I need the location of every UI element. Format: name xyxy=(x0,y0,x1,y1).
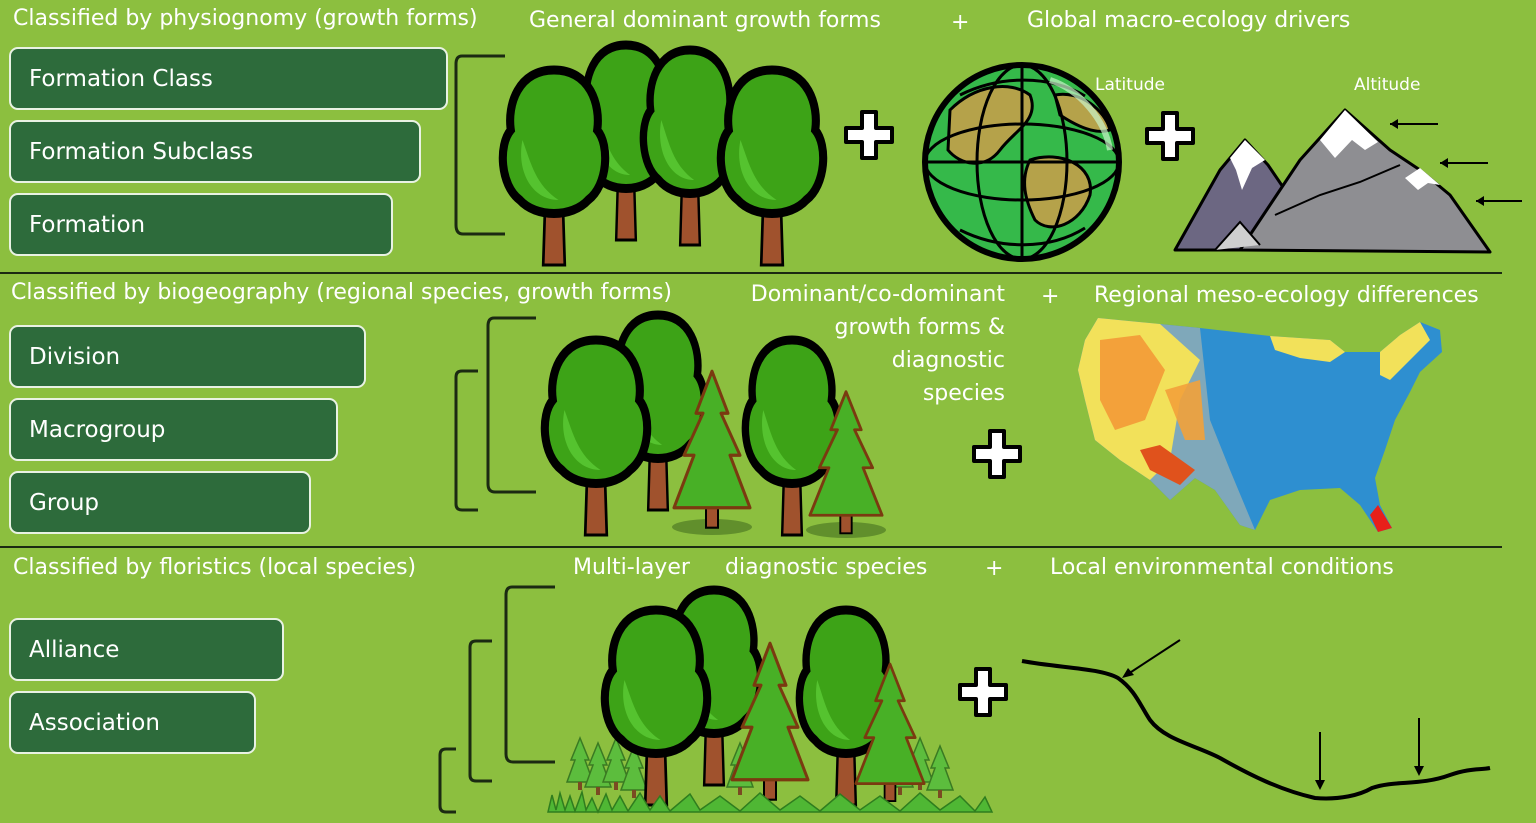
terrain-profile-icon xyxy=(1021,639,1491,801)
tier3-heading: Classified by floristics (local species) xyxy=(13,555,417,580)
box-macrogroup: Macrogroup xyxy=(9,398,338,461)
bracket xyxy=(504,585,555,764)
tier-divider xyxy=(0,272,1502,274)
plus-icon xyxy=(844,110,894,160)
tier1-column-title: General dominant growth forms xyxy=(529,8,881,33)
mountains-icon xyxy=(1173,108,1522,254)
bracket xyxy=(454,54,505,236)
bracket xyxy=(438,747,456,814)
globe-icon xyxy=(922,62,1122,262)
box-division: Division xyxy=(9,325,366,388)
bracket xyxy=(468,639,492,783)
box-formation-subclass: Formation Subclass xyxy=(9,120,421,183)
us-ecoregion-map xyxy=(1078,318,1442,532)
tier2-drivers-title: Regional meso-ecology differences xyxy=(1094,283,1479,308)
box-formation-class: Formation Class xyxy=(9,47,448,110)
tier3-column-title-b: diagnostic species xyxy=(725,555,928,580)
tier-divider xyxy=(0,546,1502,548)
box-association: Association xyxy=(9,691,256,754)
box-alliance: Alliance xyxy=(9,618,284,681)
tier2-column-title: Dominant/co-dominant growth forms & diag… xyxy=(700,278,1005,410)
plus-icon xyxy=(972,429,1022,479)
tier2-column-title-line: Dominant/co-dominant xyxy=(750,282,1005,307)
bracket xyxy=(486,316,536,494)
altitude-label: Altitude xyxy=(1354,75,1421,95)
box-group: Group xyxy=(9,471,311,534)
tier2-heading: Classified by biogeography (regional spe… xyxy=(11,280,673,305)
tier1-drivers-title: Global macro-ecology drivers xyxy=(1027,8,1351,33)
bracket xyxy=(454,369,478,512)
tier1-heading: Classified by physiognomy (growth forms) xyxy=(13,6,478,31)
plus-icon xyxy=(958,667,1008,717)
multilayer-forest-icon xyxy=(547,590,994,814)
plus-icon xyxy=(1145,111,1195,161)
tier2-column-title-line: growth forms & xyxy=(834,315,1005,340)
tier3-column-title-a: Multi-layer xyxy=(573,555,690,580)
deciduous-trees-icon xyxy=(503,45,823,265)
box-formation: Formation xyxy=(9,193,393,256)
tier1-plus: + xyxy=(951,10,970,35)
latitude-label: Latitude xyxy=(1095,75,1165,95)
tier3-plus: + xyxy=(985,556,1004,581)
tier2-plus: + xyxy=(1041,284,1060,309)
tier3-drivers-title: Local environmental conditions xyxy=(1050,555,1394,580)
tier2-column-title-line: species xyxy=(922,381,1005,406)
tier2-column-title-line: diagnostic xyxy=(891,348,1005,373)
